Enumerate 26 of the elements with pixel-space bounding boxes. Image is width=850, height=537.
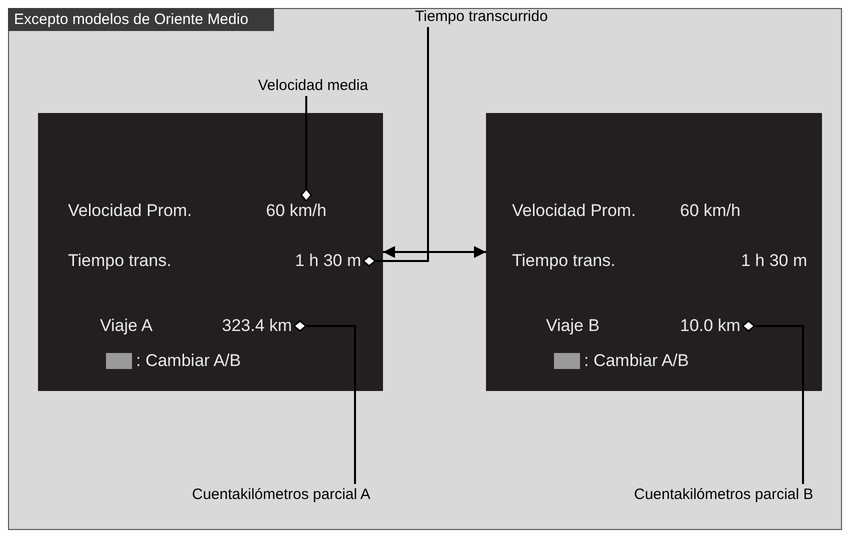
display-value: 60 km/h bbox=[266, 201, 326, 221]
callout-label: Cuentakilómetros parcial A bbox=[192, 486, 370, 503]
display-text: Viaje A bbox=[100, 316, 153, 336]
display-screen bbox=[38, 113, 383, 391]
display-text: Tiempo trans. bbox=[68, 251, 172, 271]
double-arrow bbox=[383, 246, 486, 258]
leader-line bbox=[742, 320, 804, 484]
display-text: 1 h 30 m bbox=[741, 251, 808, 271]
display-text: Tiempo trans. bbox=[512, 251, 616, 271]
callout-label: Tiempo transcurrido bbox=[415, 8, 548, 25]
leader-line bbox=[362, 27, 429, 267]
leader-line bbox=[293, 320, 356, 484]
display-text: : Cambiar A/B bbox=[136, 351, 241, 371]
display-value: 10.0 km bbox=[680, 316, 740, 336]
callout-label: Velocidad media bbox=[258, 77, 368, 94]
callout-label: Cuentakilómetros parcial B bbox=[634, 486, 814, 503]
display-text: 60 km/h bbox=[680, 201, 740, 221]
leader-line bbox=[300, 96, 312, 202]
title-tab: Excepto modelos de Oriente Medio bbox=[8, 8, 274, 31]
display-value: 1 h 30 m bbox=[295, 251, 362, 271]
display-text: : Cambiar A/B bbox=[584, 351, 689, 371]
display-text: Velocidad Prom. bbox=[512, 201, 636, 221]
display-value: 323.4 km bbox=[222, 316, 292, 336]
display-screen bbox=[486, 113, 822, 391]
display-text: Velocidad Prom. bbox=[68, 201, 192, 221]
display-text: Viaje B bbox=[546, 316, 600, 336]
